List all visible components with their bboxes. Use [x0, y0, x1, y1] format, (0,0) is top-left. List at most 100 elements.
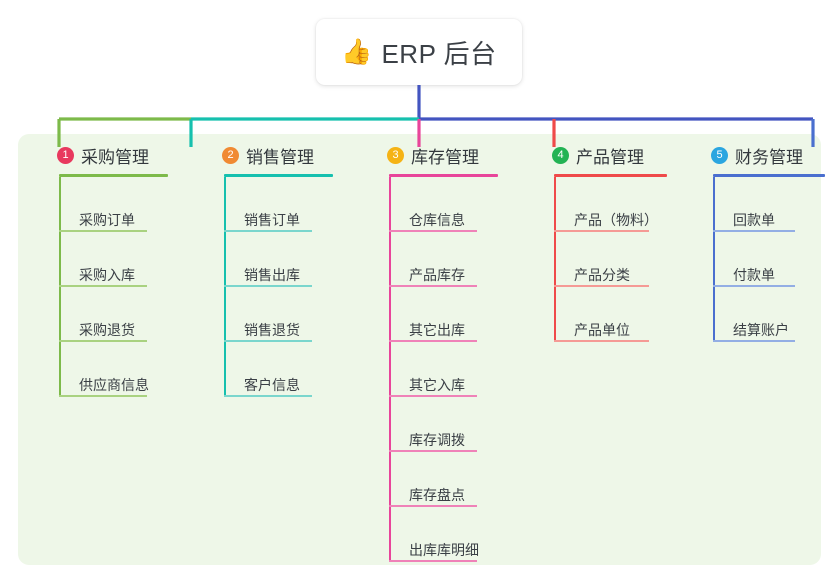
column-spine: [59, 177, 61, 397]
column-3: 3 库存管理仓库信息产品库存其它出库其它入库库存调拨库存盘点出库库明细: [368, 143, 518, 562]
column-badge-3: 3: [387, 147, 404, 164]
root-title-card: 👍 ERP 后台: [316, 19, 522, 85]
menu-item-rule: [389, 395, 477, 397]
menu-item[interactable]: 库存调拨: [389, 397, 518, 452]
column-badge-4: 4: [552, 147, 569, 164]
column-header-rule: [224, 174, 333, 177]
menu-item-label: 销售出库: [244, 267, 300, 283]
column-badge-5: 5: [711, 147, 728, 164]
menu-item-label: 其它出库: [409, 322, 465, 338]
column-items: 回款单付款单结算账户: [713, 177, 839, 342]
column-1: 1 采购管理采购订单采购入库采购退货供应商信息: [38, 143, 188, 397]
menu-item[interactable]: 其它入库: [389, 342, 518, 397]
root-title: ERP 后台: [381, 38, 497, 69]
menu-item-label: 采购入库: [79, 267, 135, 283]
menu-item[interactable]: 采购入库: [59, 232, 188, 287]
column-title: 财务管理: [735, 148, 803, 167]
menu-item[interactable]: 回款单: [713, 177, 839, 232]
menu-item-rule: [389, 285, 477, 287]
column-header[interactable]: 5 财务管理: [692, 143, 839, 168]
menu-item-rule: [554, 230, 649, 232]
menu-item-rule: [713, 230, 795, 232]
menu-item-label: 回款单: [733, 212, 775, 228]
menu-item[interactable]: 客户信息: [224, 342, 353, 397]
column-title: 销售管理: [246, 148, 314, 167]
menu-item-label: 产品库存: [409, 267, 465, 283]
menu-item-label: 采购退货: [79, 322, 135, 338]
menu-item-rule: [389, 340, 477, 342]
column-title: 产品管理: [576, 148, 644, 167]
menu-item-label: 采购订单: [79, 212, 135, 228]
column-items: 仓库信息产品库存其它出库其它入库库存调拨库存盘点出库库明细: [389, 177, 518, 562]
column-header[interactable]: 3 库存管理: [368, 143, 518, 168]
menu-item-label: 其它入库: [409, 377, 465, 393]
column-header[interactable]: 1 采购管理: [38, 143, 188, 168]
column-items: 销售订单销售出库销售退货客户信息: [224, 177, 353, 397]
column-spine: [713, 177, 715, 342]
column-spine: [224, 177, 226, 397]
menu-item-rule: [554, 340, 649, 342]
menu-item[interactable]: 产品分类: [554, 232, 688, 287]
menu-item[interactable]: 仓库信息: [389, 177, 518, 232]
menu-item-rule: [224, 340, 312, 342]
diagram-panel: [18, 134, 821, 565]
column-4: 4 产品管理产品（物料） 产品分类产品单位: [533, 143, 688, 342]
column-items: 产品（物料） 产品分类产品单位: [554, 177, 688, 342]
menu-item-rule: [59, 285, 147, 287]
menu-item[interactable]: 结算账户: [713, 287, 839, 342]
column-header-rule: [389, 174, 498, 177]
menu-item[interactable]: 产品单位: [554, 287, 688, 342]
thumbs-up-icon: 👍: [341, 37, 373, 66]
menu-item[interactable]: 产品（物料）: [554, 177, 688, 232]
column-5: 5 财务管理回款单付款单结算账户: [692, 143, 839, 342]
menu-item[interactable]: 其它出库: [389, 287, 518, 342]
menu-item-rule: [389, 560, 477, 562]
menu-item-rule: [224, 395, 312, 397]
menu-item-label: 销售退货: [244, 322, 300, 338]
menu-item-label: 出库库明细: [409, 542, 479, 558]
column-2: 2 销售管理销售订单销售出库销售退货客户信息: [203, 143, 353, 397]
menu-item-rule: [713, 285, 795, 287]
menu-item-label: 仓库信息: [409, 212, 465, 228]
menu-item-rule: [59, 230, 147, 232]
menu-item[interactable]: 销售退货: [224, 287, 353, 342]
menu-item[interactable]: 出库库明细: [389, 507, 518, 562]
menu-item-label: 产品分类: [574, 267, 630, 283]
menu-item[interactable]: 供应商信息: [59, 342, 188, 397]
menu-item-rule: [713, 340, 795, 342]
column-badge-1: 1: [57, 147, 74, 164]
menu-item-rule: [389, 505, 477, 507]
column-header[interactable]: 2 销售管理: [203, 143, 353, 168]
menu-item[interactable]: 采购退货: [59, 287, 188, 342]
column-header[interactable]: 4 产品管理: [533, 143, 688, 168]
column-header-rule: [59, 174, 168, 177]
menu-item-label: 产品（物料）: [574, 212, 658, 228]
column-header-rule: [713, 174, 825, 177]
menu-item[interactable]: 销售出库: [224, 232, 353, 287]
column-badge-2: 2: [222, 147, 239, 164]
column-header-rule: [554, 174, 667, 177]
menu-item[interactable]: 采购订单: [59, 177, 188, 232]
menu-item-label: 库存调拨: [409, 432, 465, 448]
menu-item-rule: [224, 230, 312, 232]
menu-item-label: 销售订单: [244, 212, 300, 228]
menu-item[interactable]: 销售订单: [224, 177, 353, 232]
menu-item-rule: [389, 450, 477, 452]
menu-item-label: 库存盘点: [409, 487, 465, 503]
menu-item[interactable]: 产品库存: [389, 232, 518, 287]
column-title: 库存管理: [411, 148, 479, 167]
menu-item-label: 结算账户: [733, 322, 789, 338]
menu-item-label: 付款单: [733, 267, 775, 283]
column-title: 采购管理: [81, 148, 149, 167]
menu-item-rule: [224, 285, 312, 287]
menu-item-rule: [389, 230, 477, 232]
menu-item-label: 供应商信息: [79, 377, 149, 393]
menu-item-label: 产品单位: [574, 322, 630, 338]
menu-item[interactable]: 付款单: [713, 232, 839, 287]
menu-item-rule: [59, 340, 147, 342]
menu-item[interactable]: 库存盘点: [389, 452, 518, 507]
column-spine: [389, 177, 391, 562]
menu-item-rule: [554, 285, 649, 287]
menu-item-rule: [59, 395, 147, 397]
column-items: 采购订单采购入库采购退货供应商信息: [59, 177, 188, 397]
